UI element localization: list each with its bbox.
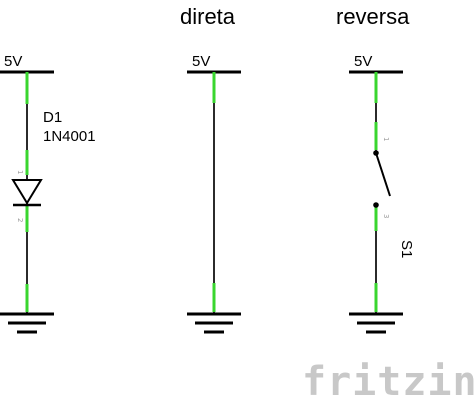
title-reverse: reversa [336,4,410,29]
switch-pin3-number: 3 [382,214,390,218]
diode-pin2-number: 2 [16,218,24,222]
ground-symbol-right [349,312,403,334]
switch-ref-label: S1 [398,240,415,258]
power-label-left: 5V [4,53,22,70]
switch-pin1-number: 1 [382,137,390,141]
circuit-switch: 5V 1 3 S1 [349,53,415,334]
ground-symbol-middle [187,312,241,334]
fritzing-watermark: fritzing [302,359,474,405]
circuit-direct: 5V [187,53,241,334]
power-label-right: 5V [354,53,372,70]
circuit-diode: 5V 1 2 D1 1N4001 [0,53,96,334]
power-label-middle: 5V [192,53,210,70]
ground-symbol-left [0,312,54,334]
diode-part-label: 1N4001 [43,128,96,145]
diode-symbol[interactable] [11,179,43,207]
title-direct: direta [180,4,236,29]
diode-pin1-number: 1 [16,170,24,174]
switch-symbol[interactable] [373,150,391,208]
diode-ref-label: D1 [43,109,62,126]
